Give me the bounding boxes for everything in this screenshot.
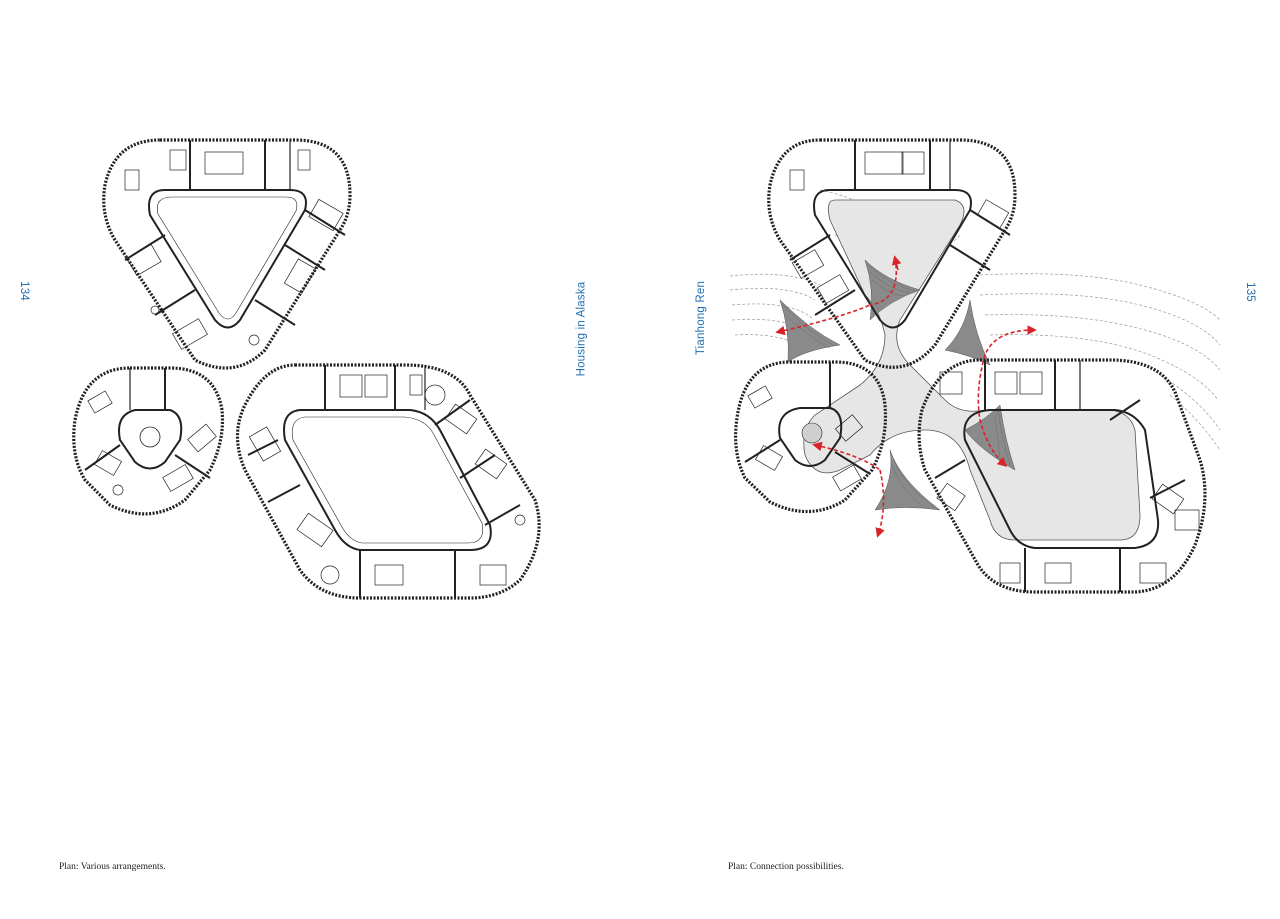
arrow-connection-1 (775, 304, 871, 336)
round-housing-unit (72, 366, 225, 516)
caption-right: Plan: Connection possibilities. (728, 862, 844, 872)
diamond-housing-unit (235, 363, 541, 600)
right-page: Tianhong Ren 135 Plan: Connection possib… (640, 0, 1280, 919)
triangle-housing-unit (102, 138, 352, 370)
caption-left: Plan: Various arrangements. (59, 862, 166, 872)
left-page: 134 Housing in Alaska Plan: Various arra… (18, 138, 587, 872)
triangle-housing-unit-connected (767, 138, 1017, 369)
arrow-connection-4 (812, 441, 881, 471)
arrow-head-top (891, 255, 902, 271)
arrow-connection-3 (977, 325, 1037, 467)
plan-connection-possibilities (729, 138, 1221, 594)
arrow-connection-5 (875, 469, 885, 538)
plan-various-arrangements (72, 138, 541, 600)
round-housing-unit-connected (734, 360, 888, 514)
